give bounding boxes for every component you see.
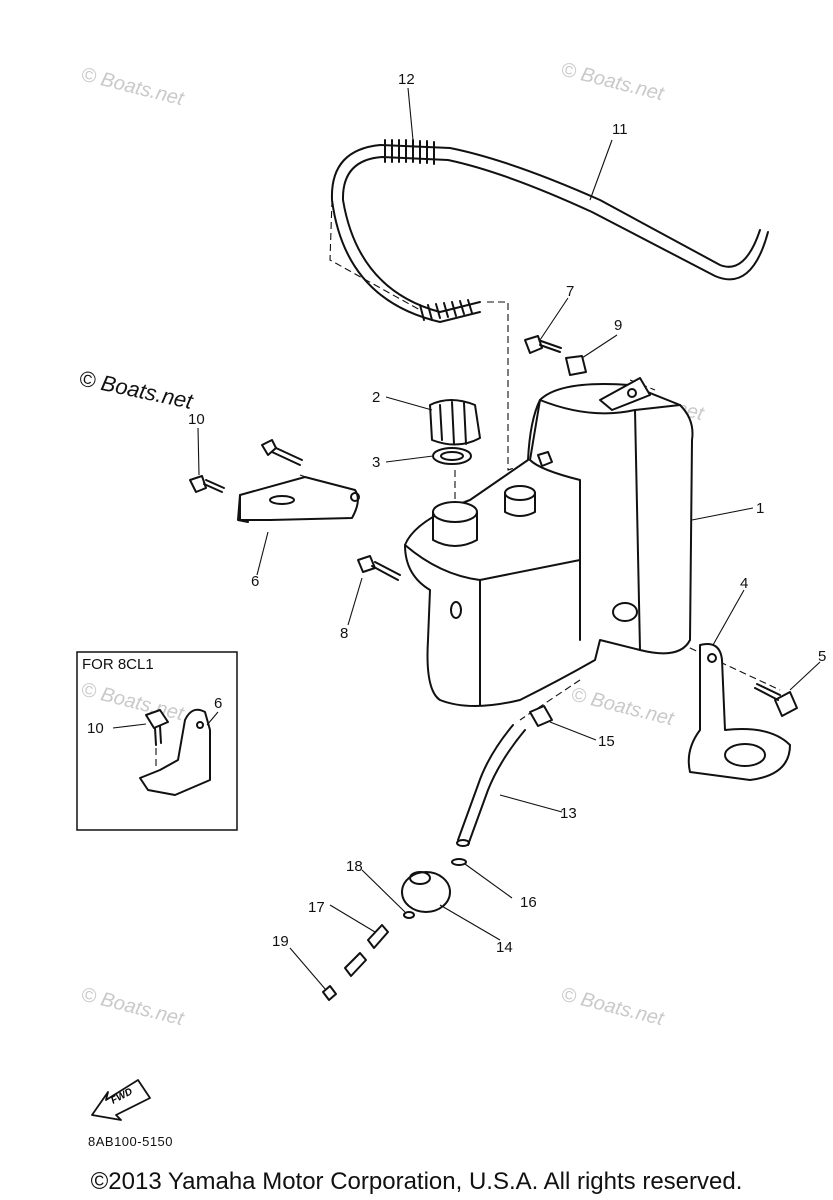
callout-8: 8 — [340, 625, 348, 642]
callout-16: 16 — [520, 894, 537, 911]
callout-1: 1 — [756, 500, 764, 517]
callout-3: 3 — [372, 454, 380, 471]
callout-18: 18 — [346, 858, 363, 875]
inset-box: FOR 8CL1 10 6 — [76, 651, 238, 831]
callout-9: 9 — [614, 317, 622, 334]
inset-callout-6: 6 — [214, 695, 222, 712]
catalog-number: 8AB100-5150 — [88, 1134, 174, 1149]
callout-6: 6 — [251, 573, 259, 590]
tank-cap — [429, 399, 481, 465]
callout-10: 10 — [188, 411, 205, 428]
bracket-and-bolts — [189, 335, 587, 581]
watermark-large: © Boats.net — [77, 365, 196, 414]
fuel-line-assembly — [322, 705, 553, 1001]
callout-12: 12 — [398, 71, 415, 88]
callout-4: 4 — [740, 575, 748, 592]
leader-lines — [197, 87, 821, 991]
watermark: © Boats.net — [569, 684, 677, 731]
inset-label: FOR 8CL1 — [82, 656, 154, 673]
watermark: © Boats.net — [559, 984, 667, 1031]
watermark: © Boats.net — [79, 984, 187, 1031]
callout-2: 2 — [372, 389, 380, 406]
callout-11: 11 — [612, 121, 628, 138]
callout-14: 14 — [496, 939, 513, 956]
callout-5: 5 — [818, 648, 826, 665]
watermark: © Boats.net — [559, 59, 667, 106]
parts-diagram: © Boats.net © Boats.net © Boats.net © Bo… — [76, 59, 826, 1121]
fwd-arrow-icon: FWD — [91, 1079, 151, 1121]
inset-callout-10: 10 — [87, 720, 104, 737]
watermark: © Boats.net — [79, 64, 187, 111]
callout-13: 13 — [560, 805, 577, 822]
callout-19: 19 — [272, 933, 289, 950]
callout-17: 17 — [308, 899, 325, 916]
support-bracket — [687, 643, 798, 781]
oil-tank — [404, 377, 694, 707]
callout-15: 15 — [598, 733, 615, 750]
copyright-notice: ©2013 Yamaha Motor Corporation, U.S.A. A… — [90, 1168, 743, 1195]
vent-hose — [329, 139, 769, 323]
callout-7: 7 — [566, 283, 574, 300]
watermark: © Boats.net — [79, 679, 187, 726]
